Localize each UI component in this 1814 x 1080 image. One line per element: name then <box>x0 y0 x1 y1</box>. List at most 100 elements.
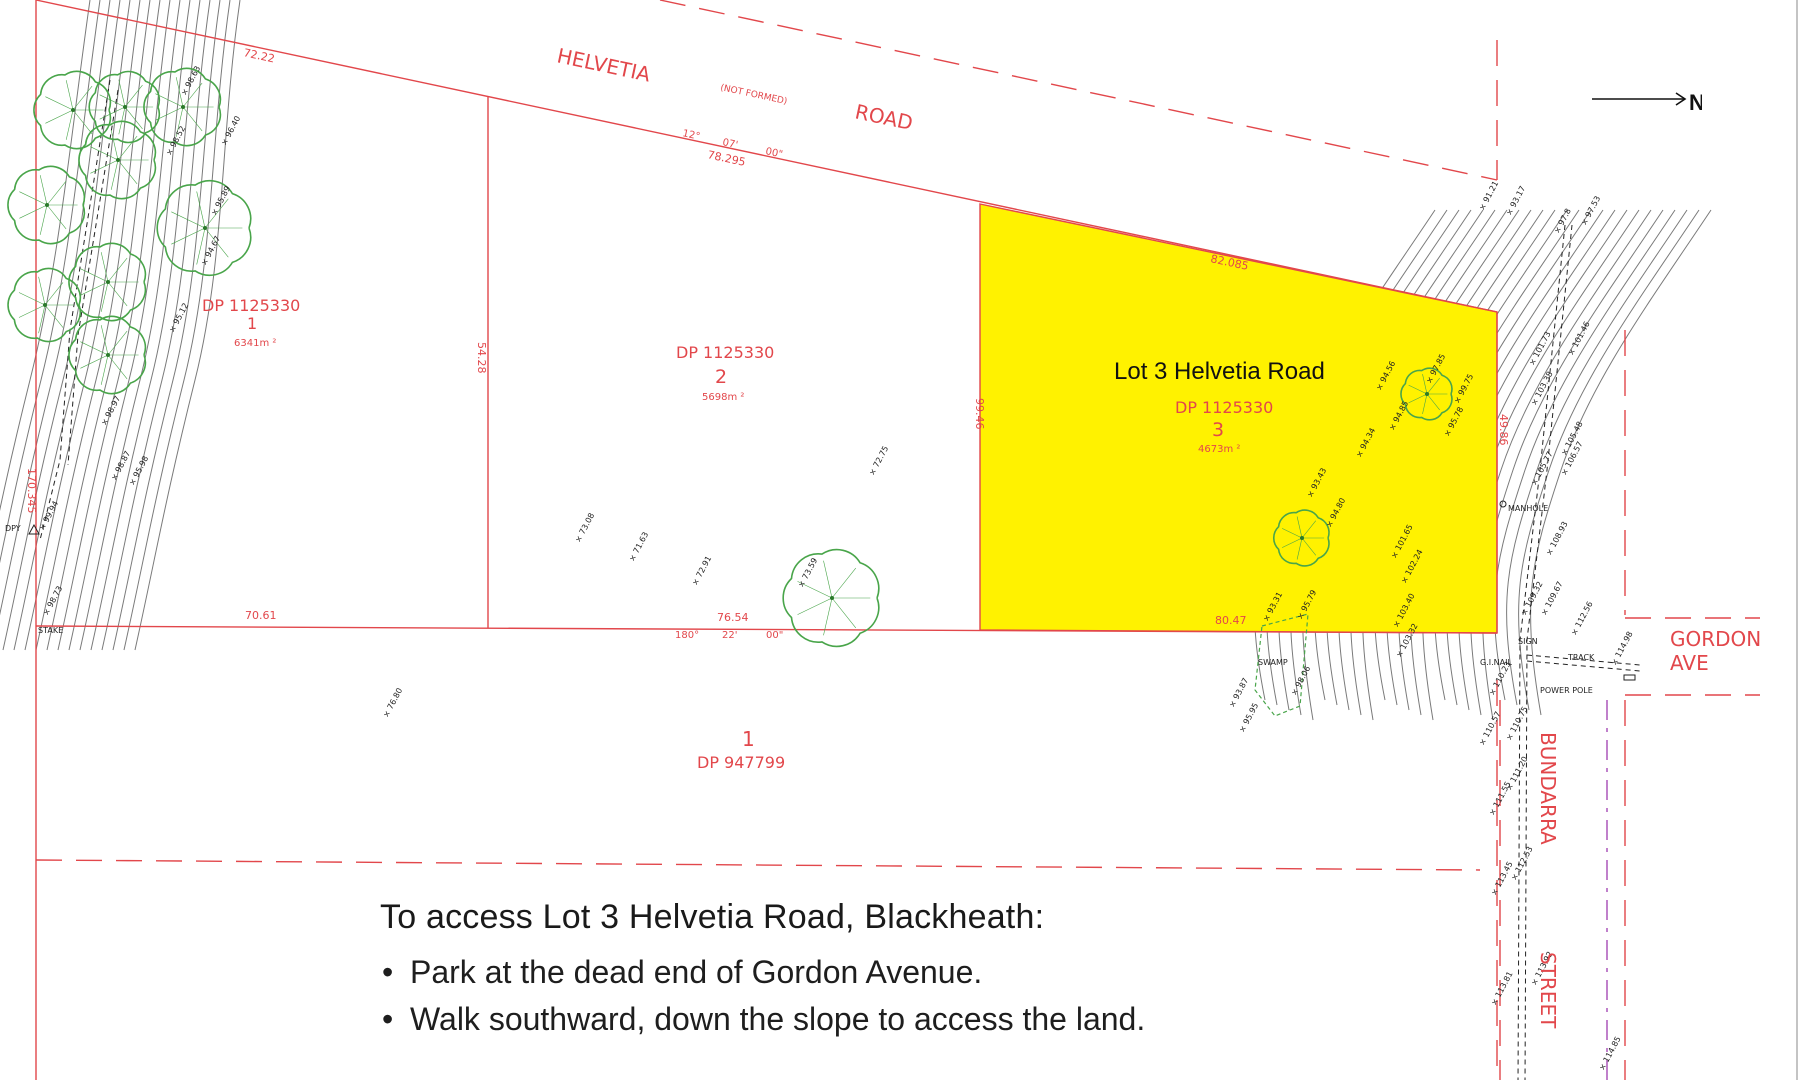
dim-top-west: 72.22 <box>242 46 276 65</box>
lot-2-area: 5698m ² <box>702 392 744 403</box>
contour-line <box>123 0 231 651</box>
bearing-bottom-sec: 00" <box>766 630 783 641</box>
svg-text:× 93.87: × 93.87 <box>1227 676 1250 709</box>
svg-text:× 112.56: × 112.56 <box>1569 600 1594 637</box>
arrow-head-icon <box>1675 92 1687 106</box>
road-boundaries <box>35 0 1760 1080</box>
spot-level: × 110.57 <box>1477 710 1502 747</box>
svg-text:× 114.85: × 114.85 <box>1597 1035 1622 1072</box>
contour-line <box>24 0 141 651</box>
track-lines <box>39 79 1641 1080</box>
bearing-top-deg: 12° <box>681 128 701 142</box>
bearing-bottom-min: 22' <box>722 630 737 641</box>
lot-4-plan: DP 947799 <box>697 753 785 772</box>
lot-1-plan: DP 1125330 <box>202 296 300 315</box>
svg-text:× 94.67: × 94.67 <box>199 234 222 267</box>
dim-side-lot3: 49.86 <box>1497 414 1510 446</box>
spot-level: × 98.87 <box>109 449 132 482</box>
contour-line <box>2 0 121 651</box>
dim-top-lot2: 78.295 <box>706 148 746 169</box>
contour-line <box>13 0 131 651</box>
spot-level: × 96.40 <box>219 114 242 147</box>
dim-side-lot2: 99.46 <box>973 398 986 430</box>
svg-text:× 98.73: × 98.73 <box>41 584 64 617</box>
lot-3-plan: DP 1125330 <box>1175 398 1273 417</box>
hydrant-icon <box>1623 674 1636 681</box>
svg-text:× 101.46: × 101.46 <box>1566 320 1591 357</box>
road-helvetia-2: ROAD <box>853 99 915 135</box>
north-arrow: N <box>1592 90 1702 115</box>
tree-icon <box>782 548 880 648</box>
spot-level: × 94.67 <box>199 234 222 267</box>
svg-text:× 113.81: × 113.81 <box>1489 970 1514 1007</box>
spot-level: × 99.94 <box>37 499 60 532</box>
svg-text:× 95.89: × 95.89 <box>209 184 232 217</box>
lot-2-plan: DP 1125330 <box>676 343 774 362</box>
spot-level: × 101.46 <box>1566 320 1591 357</box>
spot-level: × 98.73 <box>41 584 64 617</box>
svg-text:× 72.91: × 72.91 <box>690 554 713 587</box>
svg-text:× 93.17: × 93.17 <box>1504 184 1527 217</box>
spot-level: × 95.12 <box>167 301 190 334</box>
label-track: TRACK <box>1567 653 1595 662</box>
dim-side-lot1: 54.28 <box>475 342 488 374</box>
access-instructions: To access Lot 3 Helvetia Road, Blackheat… <box>380 898 1145 1043</box>
spot-level: × 72.91 <box>690 554 713 587</box>
spot-level: × 112.56 <box>1569 600 1594 637</box>
label-power-pole: POWER POLE <box>1540 686 1593 695</box>
lot-3-number: 3 <box>1212 419 1224 441</box>
road-helvetia-note: (NOT FORMED) <box>719 83 788 107</box>
tree-icon <box>88 70 161 144</box>
contour-line <box>1530 209 1712 716</box>
contour-line <box>1506 209 1688 706</box>
dim-bottom-lot3: 80.47 <box>1215 614 1247 627</box>
svg-text:× 76.80: × 76.80 <box>381 686 404 719</box>
swamp-area <box>1254 613 1309 717</box>
lot-1-area: 6341m ² <box>234 338 276 349</box>
spot-level: × 91.21 <box>1477 179 1500 212</box>
tree-icon <box>7 165 86 245</box>
lot-4-number: 1 <box>742 727 755 751</box>
lot-boundaries <box>35 0 1498 1080</box>
access-steps: •Park at the dead end of Gordon Avenue. … <box>380 949 1145 1043</box>
contour-line <box>101 0 211 651</box>
spot-level: × 97.53 <box>1579 194 1602 227</box>
contour-line <box>35 0 151 651</box>
road-street: STREET <box>1536 952 1560 1029</box>
contour-line <box>68 0 181 651</box>
spot-level: × 93.17 <box>1504 184 1527 217</box>
label-swamp: SWAMP <box>1258 658 1288 667</box>
spot-level: × 76.80 <box>381 686 404 719</box>
contour-line <box>0 0 91 512</box>
svg-text:× 114.98: × 114.98 <box>1609 630 1634 667</box>
dim-bottom-lot2: 76.54 <box>717 611 749 624</box>
tree-icon <box>156 179 252 277</box>
road-gordon-2: AVE <box>1670 651 1709 675</box>
spot-level: × 110.75 <box>1504 705 1529 742</box>
svg-text:× 73.08: × 73.08 <box>573 511 596 544</box>
contour-line <box>79 0 191 651</box>
svg-text:× 95.98: × 95.98 <box>127 454 150 487</box>
svg-text:× 95.95: × 95.95 <box>1237 701 1260 734</box>
lot-2-number: 2 <box>715 366 727 388</box>
spot-level: × 108.93 <box>1544 520 1569 557</box>
label-sign: SIGN <box>1518 637 1538 646</box>
tree-icon <box>7 267 82 343</box>
bearing-top-sec: 00" <box>764 146 783 160</box>
bullet-icon: • <box>382 954 394 990</box>
svg-text:× 108.93: × 108.93 <box>1544 520 1569 557</box>
label-dpy: DPY <box>5 524 21 533</box>
tree-icon <box>143 67 222 147</box>
svg-text:× 91.21: × 91.21 <box>1477 179 1500 212</box>
contour-line <box>90 0 201 651</box>
svg-text:× 95.12: × 95.12 <box>167 301 190 334</box>
contour-lines-west <box>0 0 241 651</box>
access-step: •Walk southward, down the slope to acces… <box>380 996 1145 1043</box>
contour-line <box>57 0 171 651</box>
contour-line <box>112 0 221 651</box>
svg-text:× 97.53: × 97.53 <box>1579 194 1602 227</box>
access-step: •Park at the dead end of Gordon Avenue. <box>380 949 1145 996</box>
trees <box>7 67 1453 648</box>
contour-line <box>1494 209 1676 701</box>
